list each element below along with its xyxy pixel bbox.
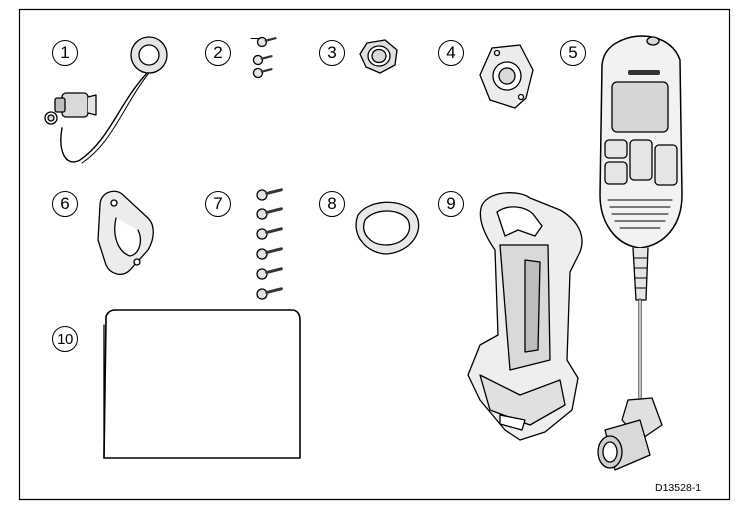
part-8-gasket-ring: [355, 201, 420, 255]
part-6-wall-bracket: [97, 190, 154, 275]
callout-label-5: 5: [560, 40, 586, 66]
callout-label-10: 10: [52, 326, 78, 352]
part-2-small-screws: [250, 36, 277, 79]
part-3-hex-nut: [359, 39, 398, 74]
callout-label-9: 9: [438, 191, 464, 217]
part-9-handset-cradle: [467, 192, 583, 441]
callout-label-3: 3: [319, 40, 345, 66]
part-5-handset: [597, 35, 683, 471]
callout-label-1: 1: [52, 40, 78, 66]
part-1-connector-cap: [44, 36, 168, 164]
part-10-document-sheet: [103, 309, 301, 459]
part-7-long-screws: [256, 188, 283, 300]
diagram-frame: [18, 8, 731, 501]
callout-label-7: 7: [205, 191, 231, 217]
callout-label-6: 6: [52, 191, 78, 217]
callout-label-4: 4: [438, 40, 464, 66]
callout-label-8: 8: [319, 191, 345, 217]
diagram-reference-code: D13528-1: [655, 482, 702, 494]
callout-label-2: 2: [205, 40, 231, 66]
part-4-mounting-plate: [479, 44, 534, 109]
